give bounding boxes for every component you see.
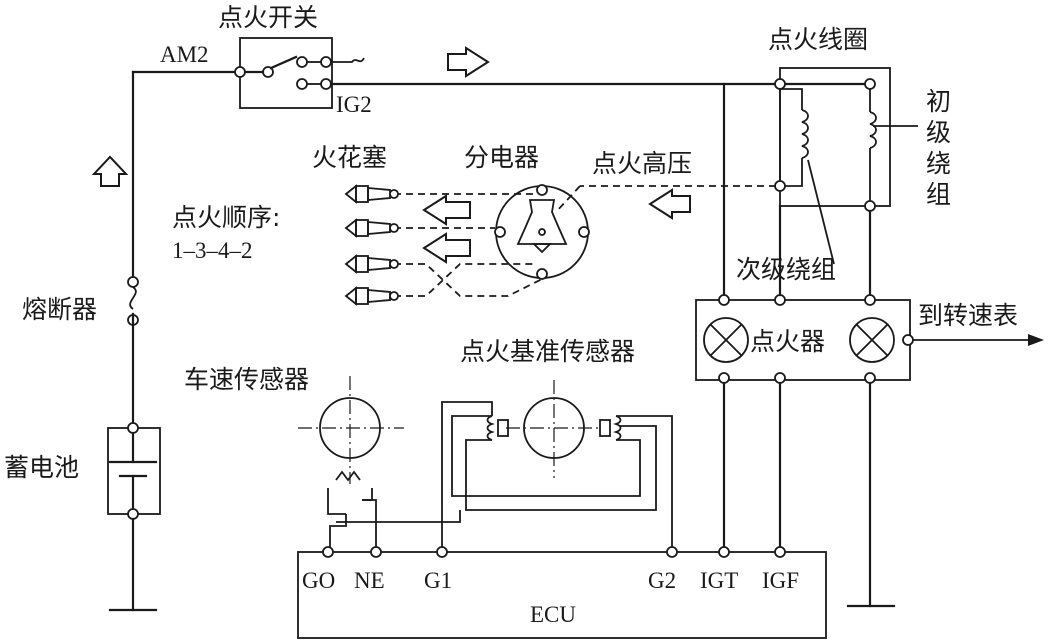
ecu-unit [297,546,827,639]
reference-sensor [441,380,673,548]
battery-label: 蓄电池 [4,453,79,482]
speed-sensor-label: 车速传感器 [184,365,309,394]
spark-arrow-2 [422,232,471,264]
pin-igf-label: IGF [762,568,799,593]
spark-plug-1 [344,184,399,204]
spark-plug-2 [344,218,399,238]
reference-sensor-label: 点火基准传感器 [460,337,635,366]
spark-plugs [344,184,399,306]
current-up-arrow [91,155,129,187]
spark-plug-label: 火花塞 [312,143,387,172]
hv-left-arrow [648,188,691,220]
igniter-label: 点火器 [750,327,825,356]
primary-winding-char-1: 初 [926,87,951,116]
ig2-label: IG2 [336,92,372,117]
spark-arrow-1 [422,194,471,226]
battery-branch [91,70,242,612]
current-right-arrow [447,46,490,78]
pin-ne-label: NE [354,568,385,593]
ignition-coil-label: 点火线圈 [768,25,868,54]
am2-label: AM2 [160,42,209,67]
fuse-label: 熔断器 [22,295,97,324]
primary-winding-char-3: 绕 [926,149,951,178]
pin-g2-label: G2 [648,568,676,593]
secondary-winding-label: 次级绕组 [736,255,836,284]
pin-go-label: GO [302,568,335,593]
igniter [695,204,1044,384]
ignition-coil [774,67,918,265]
firing-order-title: 点火顺序: [172,203,280,232]
distributor [494,184,590,280]
high-voltage-label: 点火高压 [592,149,692,178]
battery-symbol [107,422,161,612]
fuse-symbol [127,276,139,426]
spark-plug-4 [344,286,399,306]
spark-leads [394,193,543,297]
pin-igt-label: IGT [700,568,738,593]
primary-winding-char-4: 组 [926,180,951,209]
ecu-label: ECU [530,602,576,627]
firing-order-value: 1–3–4–2 [172,238,253,263]
spark-plug-3 [344,254,399,274]
speed-sensor [298,376,404,515]
ignition-switch-label: 点火开关 [218,3,318,32]
distributor-label: 分电器 [464,143,539,172]
pin-g1-label: G1 [424,568,452,593]
primary-winding-char-2: 级 [926,118,951,147]
to-tachometer-label: 到转速表 [918,301,1018,330]
